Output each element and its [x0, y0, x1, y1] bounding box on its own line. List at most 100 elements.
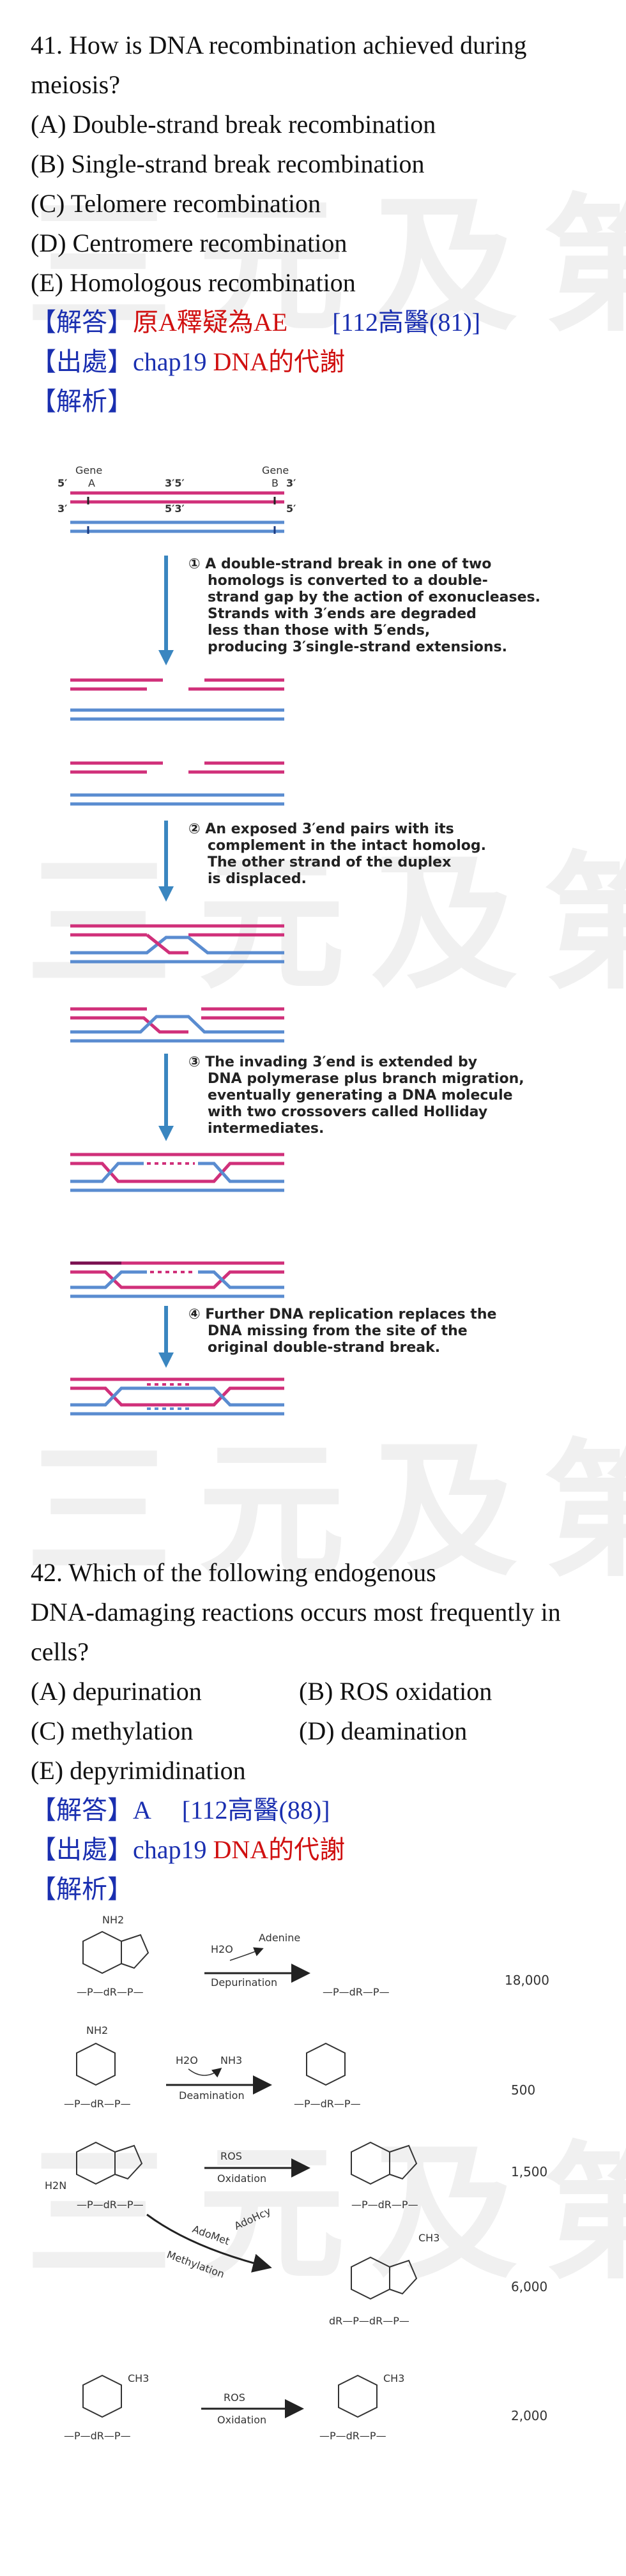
step-2-text: ② An exposed 3′end pairs with its comple…	[188, 821, 491, 887]
answer-text: A	[133, 1796, 150, 1824]
gene-a-letter: A	[88, 477, 95, 489]
cytosine-ring	[76, 2042, 116, 2086]
rate-value: 500	[511, 2082, 535, 2098]
reaction-label: Oxidation	[217, 2172, 266, 2185]
substituent-label: NH2	[102, 1914, 124, 1926]
stage-gap	[70, 678, 284, 721]
oxoguanine-ring	[351, 2141, 390, 2185]
stage-holliday	[70, 1153, 284, 1192]
rate-value: 1,500	[511, 2164, 547, 2179]
product-backbone: dR—P—dR—P—	[329, 2315, 409, 2327]
rate-value: 2,000	[511, 2408, 547, 2423]
arrow-head	[158, 1352, 174, 1368]
gene-b-label: Gene	[262, 464, 289, 476]
stage-invasion	[70, 924, 284, 964]
option-c: (C) methylation	[31, 1716, 194, 1745]
product-backbone: —P—dR—P—	[294, 2098, 361, 2110]
answer-line: 【解答】A [112高醫(88)]	[31, 1791, 606, 1830]
source-tag: 【出處】	[31, 347, 133, 376]
imidazole-ring	[121, 1934, 149, 1969]
source-tag: 【出處】	[31, 1835, 133, 1864]
source-chap: chap19	[133, 1835, 207, 1864]
answer-ref: [112高醫(88)]	[181, 1796, 330, 1824]
option-row: (E) depyrimidination	[31, 1751, 606, 1791]
end-label: 5′	[286, 503, 296, 515]
product-backbone: —P—dR—P—	[319, 2430, 386, 2442]
side-arrow	[188, 2068, 222, 2078]
option-d: (D) deamination	[299, 1716, 468, 1745]
option-row: (C) methylation (D) deamination	[31, 1711, 606, 1751]
substituent-label: CH3	[128, 2372, 149, 2384]
reagent-label: ROS	[224, 2391, 245, 2404]
question-41: 41. How is DNA recombination achieved du…	[31, 26, 606, 421]
step-4-text: ④ Further DNA replication replaces the D…	[188, 1307, 501, 1356]
substituent-label: CH3	[383, 2372, 404, 2384]
reaction-depurination: NH2 —P—dR—P— H2O Adenine Depurination —P…	[77, 1914, 549, 1998]
answer-ref: [112高醫(81)]	[332, 308, 481, 337]
substituent-label: CH3	[418, 2232, 439, 2244]
dna-damage-diagram: NH2 —P—dR—P— H2O Adenine Depurination —P…	[45, 1914, 549, 2442]
answer-text: 原A釋疑為AE	[133, 308, 288, 337]
reaction-label: Oxidation	[217, 2414, 266, 2426]
stage-complete	[70, 1377, 284, 1416]
question-text: 41. How is DNA recombination achieved du…	[31, 31, 527, 99]
stage-gap-2	[70, 761, 284, 806]
gene-a-label: Gene	[75, 464, 102, 476]
substituent-label: H2N	[45, 2179, 66, 2192]
thymine-glycol-ring	[338, 2374, 378, 2418]
guanine-ring	[76, 2141, 116, 2185]
stage-initial	[70, 491, 284, 534]
source-line: 【出處】chap19 DNA的代謝	[31, 342, 606, 382]
stage-holliday-2	[70, 1261, 284, 1298]
step-1-text: ① A double-strand break in one of two ho…	[188, 556, 546, 655]
watermark: 三元及第	[26, 2129, 626, 2299]
backbone-label: —P—dR—P—	[64, 2430, 131, 2442]
source-line: 【出處】chap19 DNA的代謝	[31, 1830, 606, 1870]
option-b: (B) Single-strand break recombination	[31, 149, 425, 178]
answer-line: 【解答】原A釋疑為AE [112高醫(81)]	[31, 303, 606, 342]
reaction-label: Methylation	[165, 2248, 226, 2280]
reaction-label: Depurination	[211, 1976, 277, 1989]
backbone-label: —P—dR—P—	[77, 1986, 144, 1998]
question-text: 42. Which of the following endogenous	[31, 1558, 436, 1587]
arrow-head	[158, 1126, 174, 1141]
reaction-deamination: NH2 —P—dR—P— H2O NH3 Deamination —P—dR—P…	[64, 2024, 535, 2110]
end-label: 3′	[57, 503, 67, 515]
question-text: cells?	[31, 1637, 89, 1666]
uracil-ring	[306, 2042, 346, 2086]
option-row: (A) depurination (B) ROS oxidation	[31, 1672, 606, 1711]
reagent-label: H2O	[176, 2054, 198, 2066]
reaction-methylation: AdoMet AdoHcy Methylation CH3 dR—P—dR—P—…	[146, 2205, 547, 2327]
analysis-tag: 【解析】	[31, 387, 133, 416]
option-a: (A) depurination	[31, 1677, 202, 1706]
backbone-label: —P—dR—P—	[77, 2199, 144, 2211]
recombination-diagram: Gene A Gene B 5′ 3′ 3′5′ 5′3′ 3′ 5′ ① A …	[57, 464, 546, 1416]
thymine-ring	[82, 2374, 122, 2418]
option-c: (C) Telomere recombination	[31, 189, 321, 218]
product-label: AdoHcy	[233, 2205, 273, 2232]
source-topic: DNA的代謝	[213, 1835, 346, 1864]
watermark: 三元及第	[26, 181, 626, 352]
imidazole-ring	[389, 2259, 418, 2295]
reaction-oxidation-thymine: CH3 —P—dR—P— ROS Oxidation CH3 —P—dR—P— …	[64, 2372, 547, 2442]
product-backbone: —P—dR—P—	[323, 1986, 390, 1998]
imidazole-ring	[114, 2144, 143, 2180]
option-a: (A) Double-strand break recombination	[31, 110, 436, 139]
rate-value: 18,000	[505, 1973, 549, 1988]
reaction-oxidation-guanine: H2N —P—dR—P— ROS Oxidation —P—dR—P— 1,50…	[45, 2141, 547, 2211]
backbone-label: —P—dR—P—	[64, 2098, 131, 2110]
analysis-tag: 【解析】	[31, 1875, 133, 1904]
reaction-arrow	[146, 2213, 272, 2273]
stage-invasion-2	[70, 1007, 284, 1043]
option-d: (D) Centromere recombination	[31, 229, 347, 257]
reaction-label: Deamination	[179, 2089, 245, 2102]
reagent-label: H2O	[211, 1943, 233, 1955]
arrow-head	[158, 886, 174, 902]
option-e: (E) Homologous recombination	[31, 268, 356, 297]
end-label: 3′5′	[165, 477, 185, 489]
option-e: (E) depyrimidination	[31, 1756, 246, 1785]
product-label: NH3	[220, 2054, 242, 2066]
rate-value: 6,000	[511, 2279, 547, 2294]
purine-ring	[82, 1930, 122, 1974]
answer-tag: 【解答】	[31, 1796, 133, 1824]
